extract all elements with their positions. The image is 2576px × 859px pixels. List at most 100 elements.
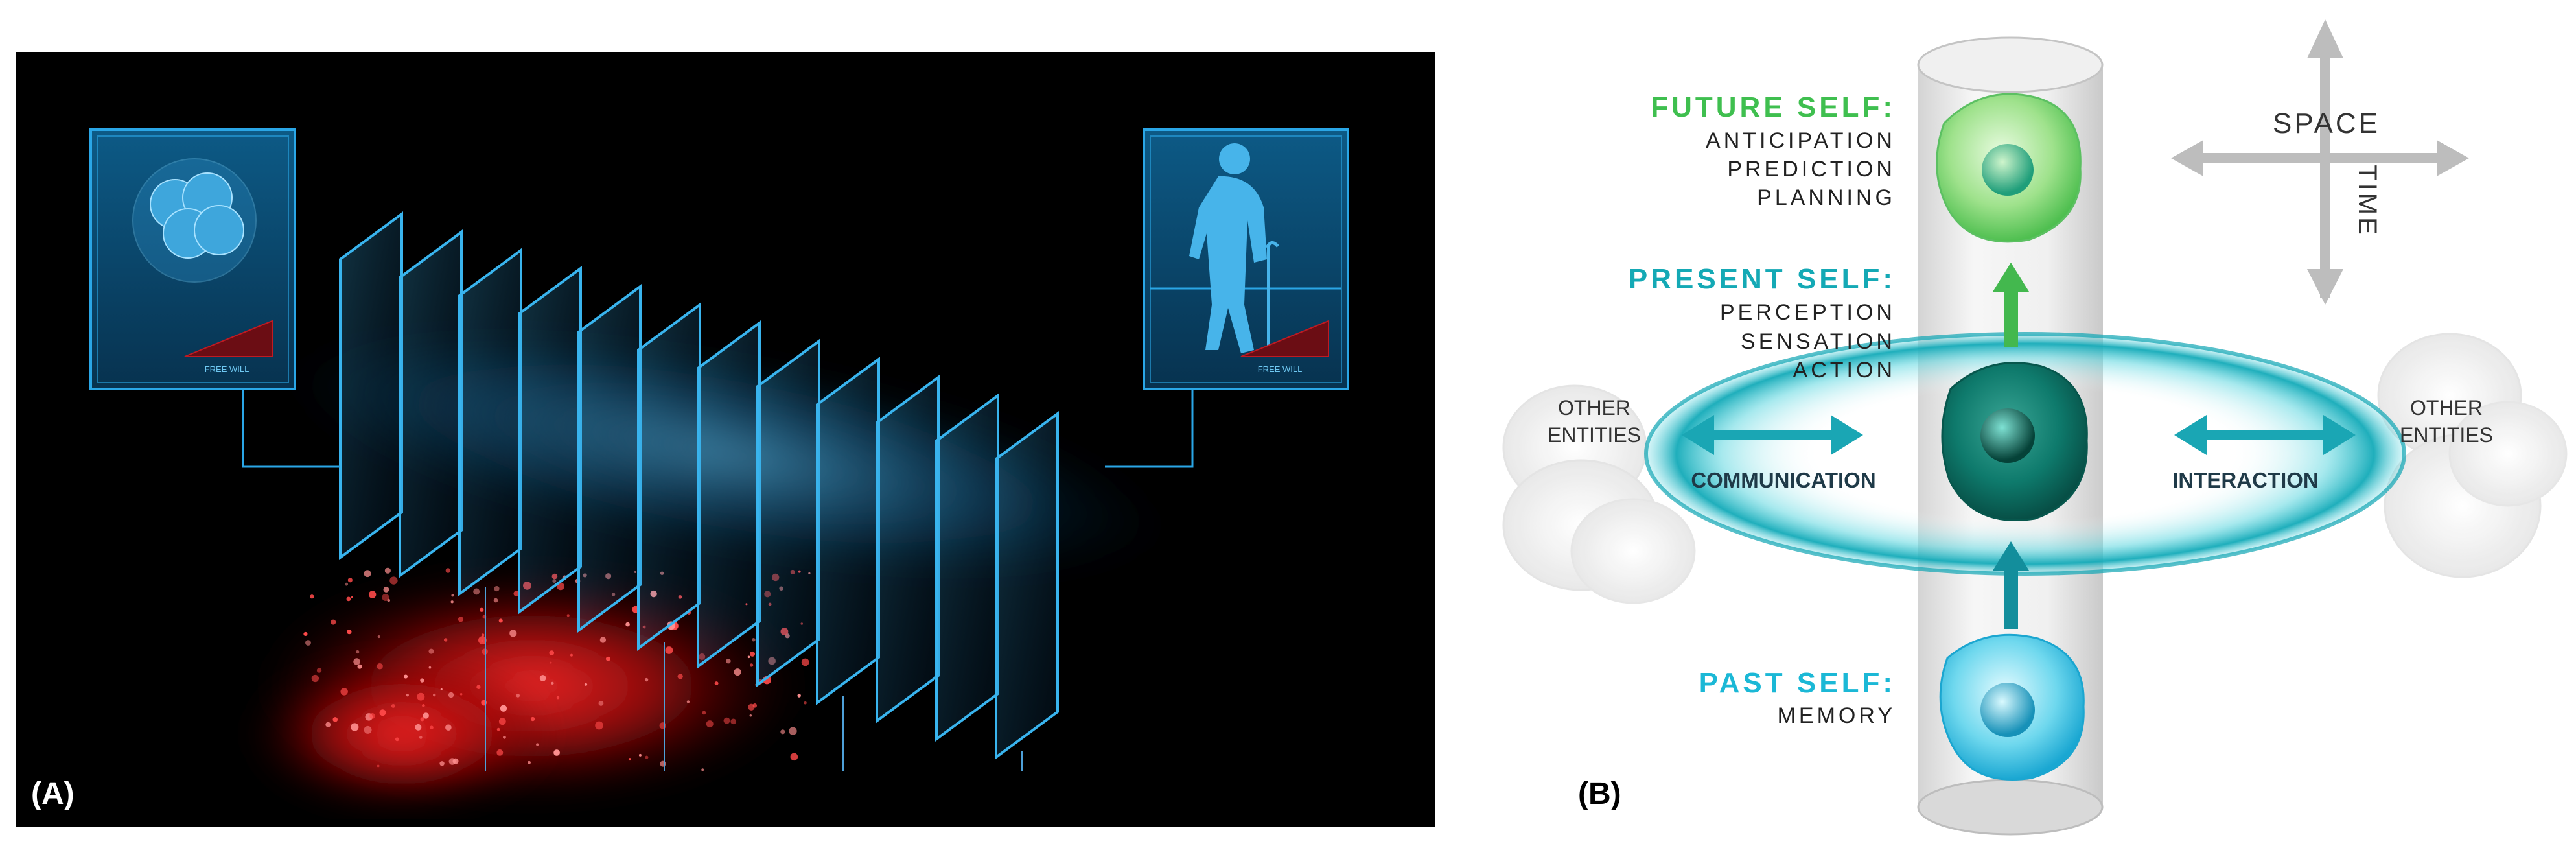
red-particle <box>459 692 463 696</box>
red-particle <box>419 736 423 739</box>
red-particle <box>316 668 322 673</box>
red-particle <box>420 717 424 722</box>
panel-b-label: (B) <box>1578 777 1621 811</box>
red-particle <box>415 724 422 731</box>
glass-pane <box>816 357 880 705</box>
red-particle <box>550 661 552 664</box>
red-particle <box>660 760 666 767</box>
red-particle <box>340 688 348 696</box>
red-particle <box>458 617 464 622</box>
arrow-past-to-present <box>1993 541 2029 629</box>
glass-pane <box>518 266 582 615</box>
future-item: ANTICIPATION <box>1706 128 1896 153</box>
red-particle <box>473 588 480 595</box>
red-particle <box>644 677 649 682</box>
red-particle <box>303 631 308 636</box>
panel-a-label: (A) <box>31 777 75 811</box>
glass-pane <box>399 229 463 578</box>
future-self-cell <box>1936 93 2082 243</box>
red-particle <box>356 650 360 654</box>
red-particle <box>498 718 506 725</box>
red-particle <box>369 712 375 719</box>
red-particle <box>498 618 503 623</box>
red-particle <box>730 718 737 725</box>
red-particle <box>706 720 714 728</box>
red-particle <box>406 694 409 697</box>
red-particle <box>748 703 755 711</box>
red-particle <box>450 600 454 604</box>
other-entities-right-cells <box>2377 333 2568 578</box>
red-particle <box>305 640 311 646</box>
other-entities-right-line1: OTHER <box>2410 396 2483 419</box>
red-particle <box>345 582 349 586</box>
glass-pane <box>697 320 761 669</box>
red-particle <box>391 703 395 708</box>
present-self-title: PRESENT SELF: <box>1629 263 1896 295</box>
glass-pane <box>756 338 820 687</box>
red-particle <box>382 593 389 601</box>
future-item: PLANNING <box>1757 185 1896 210</box>
embryo-card: FREE WILL <box>89 128 296 390</box>
red-particle <box>734 668 741 676</box>
red-particle <box>749 663 754 667</box>
future-self-title: FUTURE SELF: <box>1651 91 1896 123</box>
red-particle <box>448 758 456 765</box>
red-particle <box>625 622 630 627</box>
free-will-wedge <box>184 320 273 357</box>
red-particle <box>749 714 752 717</box>
past-self-title: PAST SELF: <box>1699 667 1896 699</box>
time-label: TIME <box>2353 165 2382 237</box>
other-entities-left-line1: OTHER <box>1558 396 1630 419</box>
red-particle <box>423 712 429 719</box>
red-particle <box>556 696 560 700</box>
red-particle <box>325 722 331 727</box>
red-particle <box>551 681 554 685</box>
red-particle <box>479 607 484 612</box>
red-particle <box>789 727 797 735</box>
present-item: PERCEPTION <box>1720 300 1896 325</box>
red-particle <box>509 630 517 637</box>
red-particle <box>595 721 603 730</box>
red-particle <box>686 700 690 703</box>
red-particle <box>481 633 485 637</box>
interaction-label: INTERACTION <box>2172 468 2319 492</box>
red-particle <box>430 725 434 729</box>
glass-pane <box>458 248 522 596</box>
red-particle <box>645 755 649 759</box>
red-particle <box>347 578 353 583</box>
panel-b: SPACE TIME FUTURE SELF: ANTICIPATION PRE… <box>1502 19 2568 836</box>
red-particle <box>790 753 798 761</box>
elder-card: FREE WILL <box>1143 128 1349 390</box>
red-particle <box>476 685 481 689</box>
red-particle <box>347 629 352 635</box>
red-particle <box>395 737 399 742</box>
free-will-wedge-right <box>1240 320 1329 357</box>
red-particle <box>364 570 371 578</box>
red-particle <box>599 637 607 643</box>
self-labels: FUTURE SELF: ANTICIPATION PREDICTION PLA… <box>1629 91 1896 728</box>
red-particle <box>404 674 408 679</box>
red-particle <box>500 705 507 712</box>
glass-pane <box>995 411 1059 760</box>
future-item: PREDICTION <box>1727 157 1896 182</box>
red-particle <box>443 638 448 642</box>
red-nebula-core <box>246 648 557 804</box>
red-particle <box>478 636 487 644</box>
red-particle <box>496 749 504 756</box>
red-particle <box>804 701 807 705</box>
space-label: SPACE <box>2273 108 2380 139</box>
red-particle <box>605 656 610 661</box>
red-particle <box>383 586 389 593</box>
red-particle <box>659 722 666 729</box>
red-particle <box>428 666 432 669</box>
red-particle <box>628 758 631 761</box>
other-entities-left-line2: ENTITIES <box>1548 423 1641 447</box>
red-particle <box>549 650 555 655</box>
red-particle <box>726 659 731 664</box>
red-particle <box>353 658 360 665</box>
red-particle <box>496 727 500 731</box>
red-particle <box>332 717 338 722</box>
red-particle <box>750 651 756 657</box>
elderly-man-icon <box>1189 143 1279 357</box>
